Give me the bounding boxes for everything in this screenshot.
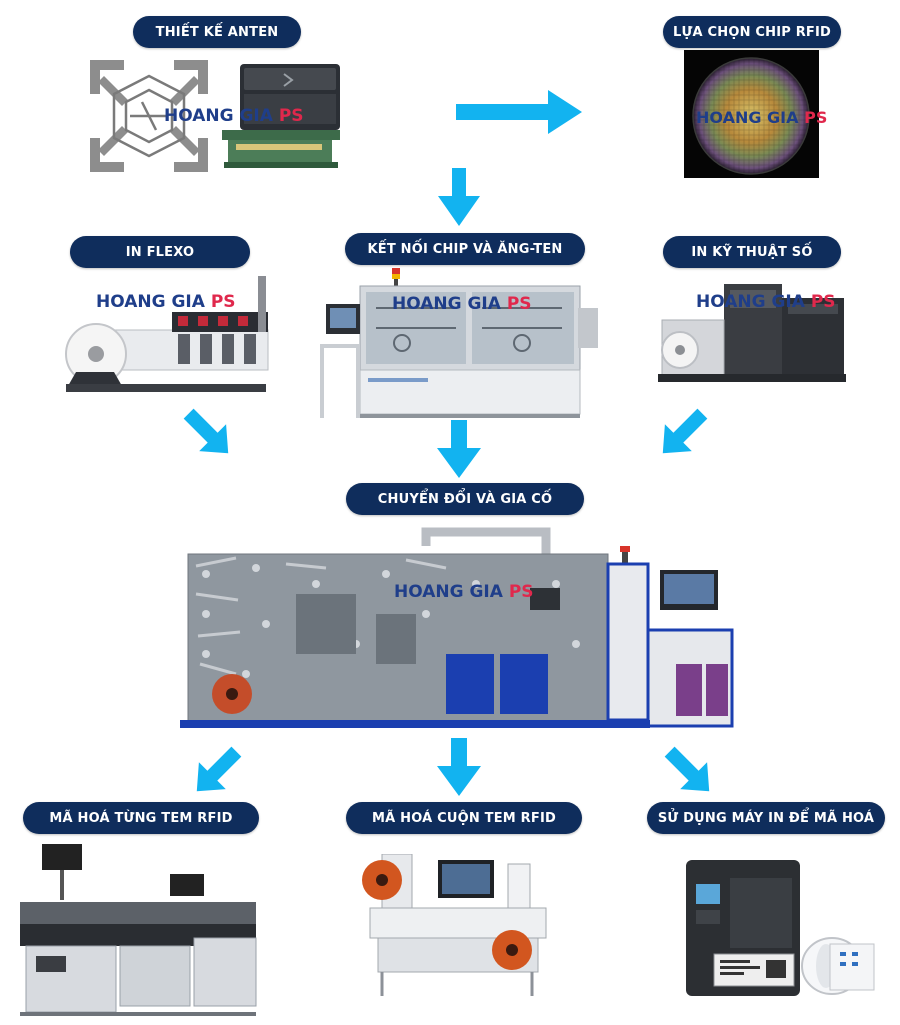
roll-encoder-icon	[362, 854, 547, 996]
chip-bonding-machine-icon	[320, 268, 598, 418]
rfid-printer-icon	[686, 860, 875, 996]
arrow-icon	[196, 746, 242, 792]
step-encode-single: MÃ HOÁ TỪNG TEM RFID	[23, 802, 259, 834]
silicon-wafer-icon	[684, 50, 819, 178]
converting-machine-icon	[180, 527, 734, 728]
arrow-icon	[664, 746, 710, 792]
step-encode-roll: MÃ HOÁ CUỘN TEM RFID	[346, 802, 582, 834]
step-flexo-print: IN FLEXO	[70, 236, 250, 268]
step-antenna-design: THIẾT KẾ ANTEN	[133, 16, 301, 48]
step-convert-reinforce: CHUYỂN ĐỔI VÀ GIA CỐ	[346, 483, 584, 515]
arrow-icon	[456, 90, 582, 134]
step-chip-selection: LỰA CHỌN CHIP RFID	[663, 16, 841, 48]
arrow-icon	[183, 408, 229, 454]
step-encode-printer: SỬ DỤNG MÁY IN ĐỂ MÃ HOÁ	[647, 802, 885, 834]
antenna-pattern-icon	[90, 60, 208, 172]
rfid-tester-device-icon	[222, 64, 340, 168]
arrow-icon	[437, 738, 481, 796]
arrow-icon	[437, 420, 481, 478]
single-tag-encoder-icon	[20, 844, 257, 1016]
arrow-icon	[662, 408, 708, 454]
arrow-icon	[438, 168, 480, 226]
step-digital-print: IN KỸ THUẬT SỐ	[663, 236, 841, 268]
flexo-press-icon	[65, 276, 269, 392]
digital-press-icon	[658, 284, 846, 382]
step-chip-antenna-bond: KẾT NỐI CHIP VÀ ĂNG-TEN	[345, 233, 585, 265]
